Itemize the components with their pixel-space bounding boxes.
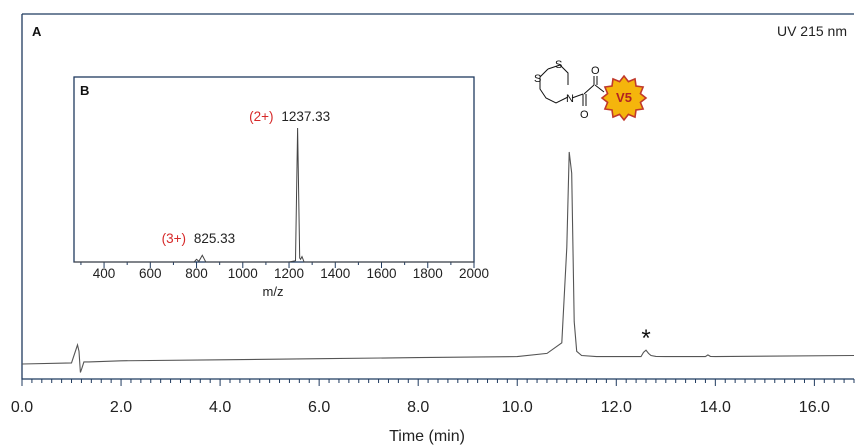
x-tick-label: 14.0: [700, 399, 731, 416]
b-tick-label: 1800: [413, 266, 443, 281]
bond-c-c: [583, 84, 595, 95]
panel-a-x-tick-labels: 0.0 2.0 4.0 6.0 8.0 10.0 12.0 14.0 16.0: [11, 399, 830, 416]
chemical-structure: [539, 64, 605, 106]
uv-wavelength-label: UV 215 nm: [777, 23, 847, 39]
atom-o-top: O: [591, 65, 600, 77]
peak-label-3plus-charge: (3+): [162, 231, 186, 246]
atom-o-bottom: O: [580, 109, 589, 121]
mass-spectrum-trace: [74, 127, 474, 263]
peak-label-2plus: (2+) 1237.33: [249, 109, 330, 124]
b-tick-label: 1400: [320, 266, 350, 281]
impurity-asterisk: *: [641, 325, 650, 352]
v5-badge-label: V5: [616, 90, 632, 105]
panel-a-x-ticks: [21, 379, 855, 386]
b-tick-label: 1200: [274, 266, 304, 281]
panel-b-x-axis-title: m/z: [263, 284, 284, 299]
dithiazepane-ring: [539, 68, 569, 104]
panel-b-letter: B: [80, 83, 89, 98]
b-tick-label: 2000: [459, 266, 489, 281]
panel-b-x-ticks: [80, 262, 475, 268]
panel-b-x-tick-labels: 400 600 800 1000 1200 1400 1600 1800 2000: [93, 266, 489, 281]
b-tick-label: 400: [93, 266, 116, 281]
x-tick-label: 12.0: [601, 399, 632, 416]
x-tick-label: 0.0: [11, 399, 33, 416]
x-tick-label: 16.0: [799, 399, 830, 416]
x-tick-label: 2.0: [110, 399, 132, 416]
panel-a: A UV 215 nm 0.0 2.0 4.0 6.0 8.0 10.0 12.0 14.0 1…: [11, 13, 855, 445]
chromatogram-trace: [21, 151, 855, 373]
b-tick-label: 800: [185, 266, 208, 281]
b-tick-label: 1000: [228, 266, 258, 281]
peak-label-2plus-value: 1237.33: [281, 109, 330, 124]
x-tick-label: 8.0: [407, 399, 429, 416]
peak-label-3plus-value: 825.33: [194, 231, 235, 246]
panel-a-letter: A: [32, 24, 42, 39]
peak-label-2plus-charge: (2+): [249, 109, 273, 124]
b-tick-label: 600: [139, 266, 162, 281]
b-tick-label: 1600: [366, 266, 396, 281]
dithiazepane-ring-top: [547, 64, 569, 85]
x-tick-label: 4.0: [209, 399, 231, 416]
bond-n-c: [571, 93, 584, 99]
panel-a-x-axis-title: Time (min): [389, 428, 465, 445]
v5-badge-icon: [600, 74, 648, 122]
peak-label-3plus: (3+) 825.33: [162, 231, 235, 246]
atom-n: N: [566, 93, 574, 105]
atom-s-top: S: [555, 59, 562, 71]
atom-s-left: S: [534, 73, 541, 85]
x-tick-label: 6.0: [308, 399, 330, 416]
panel-b-frame: [73, 76, 475, 263]
x-tick-label: 10.0: [502, 399, 533, 416]
bond-c-badge: [594, 84, 605, 93]
